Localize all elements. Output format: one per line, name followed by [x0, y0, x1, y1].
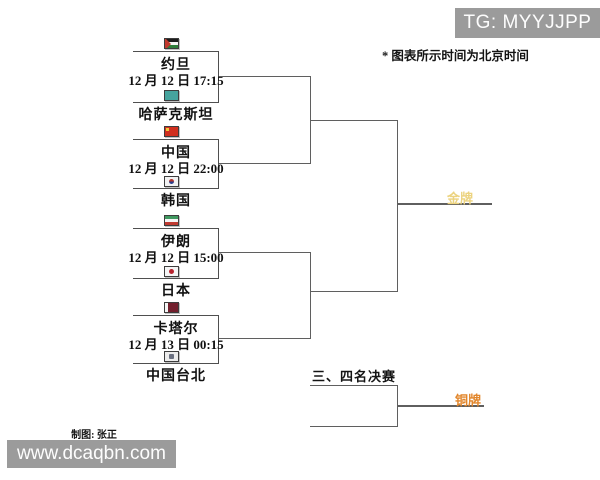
bronze-top-line [310, 385, 398, 386]
team-name: 中国台北 [146, 369, 206, 384]
match-time: 12 月 12 日 17:15 [128, 73, 224, 88]
qf3-winner-line [219, 252, 310, 253]
team-name: 约旦 [161, 58, 191, 73]
beijing-time-note: * 图表所示时间为北京时间 [382, 49, 529, 63]
match-box [133, 315, 219, 364]
bronze-medal-line [397, 405, 484, 407]
china-flag-icon [164, 126, 179, 137]
website-watermark: www.dcaqbn.com [7, 440, 176, 468]
bronze-medal-label: 铜牌 [454, 393, 481, 408]
semi1-winner-line [310, 120, 397, 121]
south-korea-flag-icon [164, 176, 179, 187]
website-watermark-text: www.dcaqbn.com [17, 443, 166, 464]
team-name: 中国 [161, 146, 191, 161]
final-join-line [397, 120, 398, 292]
match-time: 12 月 13 日 00:15 [128, 337, 224, 352]
team-name: 伊朗 [161, 235, 191, 250]
semi2-winner-line [310, 291, 397, 292]
chart-credit: 制图: 张正 [71, 430, 117, 441]
jordan-flag-icon [164, 38, 179, 49]
telegram-watermark-text: TG: MYYJJPP [463, 12, 592, 33]
semi2-join-line [310, 252, 311, 339]
gold-medal-label: 金牌 [446, 191, 473, 206]
match-box [133, 139, 219, 189]
gold-medal-line [397, 203, 492, 205]
match-box [133, 228, 219, 279]
bronze-bottom-line [310, 426, 398, 427]
team-name: 日本 [161, 284, 191, 299]
third-place-title: 三、四名决赛 [312, 369, 397, 384]
match-box [133, 51, 219, 103]
telegram-watermark: TG: MYYJJPP [455, 8, 600, 38]
team-name: 卡塔尔 [153, 322, 199, 337]
chinese-taipei-flag-icon [164, 351, 179, 362]
match-time: 12 月 12 日 15:00 [128, 250, 224, 265]
qf4-winner-line [219, 338, 310, 339]
iran-flag-icon [164, 215, 179, 226]
kazakhstan-flag-icon [164, 90, 179, 101]
team-name: 韩国 [161, 194, 191, 209]
team-name: 哈萨克斯坦 [138, 108, 214, 123]
japan-flag-icon [164, 266, 179, 277]
qatar-flag-icon [164, 302, 179, 313]
match-time: 12 月 12 日 22:00 [128, 161, 224, 176]
qf2-winner-line [219, 163, 310, 164]
qf1-winner-line [219, 76, 310, 77]
